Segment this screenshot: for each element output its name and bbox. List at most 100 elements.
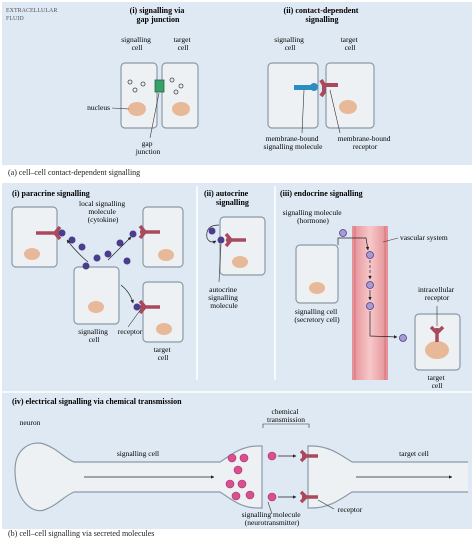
gap-molecule	[173, 89, 179, 95]
autocrine-title: (ii) autocrine signalling	[204, 189, 250, 207]
paracrine-bottom-receptor	[138, 299, 160, 315]
intracellular-receptor-label: intracellular receptor	[418, 285, 456, 302]
cytokine-dot	[68, 236, 76, 244]
endocrine-title: (iii) endocrine signalling	[280, 189, 363, 198]
autocrine-arrow	[206, 224, 220, 244]
vesicle-dot	[267, 492, 277, 502]
hormone-dot	[366, 302, 374, 310]
membrane-signal-pointer	[301, 89, 305, 134]
cytokine-dot	[133, 303, 141, 311]
vascular-pointer	[382, 237, 399, 243]
gap-signalling-cell-label: signalling cell	[121, 35, 152, 52]
gap-molecule	[178, 83, 184, 89]
membrane-signal-head	[310, 83, 318, 91]
paracrine-title: (i) paracrine signalling	[12, 189, 90, 198]
vesicle-dot	[245, 490, 255, 500]
secretory-cell-label: signalling cell (secretory cell)	[294, 307, 340, 324]
panel-a-background	[2, 2, 472, 165]
contact-target-cell	[325, 62, 375, 129]
hormone-label: signalling molecule (hormone)	[283, 208, 344, 225]
gap-signalling-nucleus	[128, 102, 146, 116]
autocrine-molecule-dot	[208, 227, 216, 235]
membrane-receptor-label: membrane-bound receptor	[338, 134, 393, 151]
intracellular-receptor	[429, 325, 445, 342]
gap-molecule	[132, 87, 138, 93]
cytokine-dot	[104, 250, 112, 258]
cytokine-dot	[58, 229, 66, 237]
contact-signalling-cell	[267, 62, 319, 129]
nucleus-label: nucleus	[87, 103, 110, 112]
endocrine-signalling-nucleus	[309, 282, 325, 294]
paracrine-arrow-right	[107, 236, 132, 261]
gap-molecule	[127, 79, 133, 85]
neurotransmitter-vesicles	[225, 451, 277, 502]
endocrine-target-nucleus	[425, 341, 449, 359]
chemical-transmission-bracket	[262, 423, 310, 428]
panel-a-caption: (a) cell–cell contact-dependent signalli…	[8, 168, 141, 177]
vesicle-dot	[233, 465, 243, 475]
vesicle-dot	[267, 451, 277, 461]
electrical-receptor-label: receptor	[338, 505, 363, 514]
gap-molecule	[140, 81, 146, 87]
membrane-receptor-pointer	[329, 89, 341, 134]
gap-junction-pointer	[149, 92, 160, 139]
paracrine-arrow-bottom	[120, 284, 134, 304]
target-receptor-bottom	[299, 490, 318, 504]
cytokine-dot	[93, 254, 101, 262]
contact-target-nucleus	[339, 100, 357, 114]
paracrine-left-nucleus	[24, 248, 40, 260]
hormone-dot	[399, 334, 407, 342]
paracrine-signalling-cell-label: signalling cell	[78, 327, 109, 344]
neurotransmitter-label: signalling molecule (neurotransmitter)	[242, 510, 303, 527]
cytokine-dot	[82, 262, 90, 270]
vesicle-dot	[227, 453, 237, 463]
gap-target-cell-label: target cell	[174, 35, 193, 52]
vesicle-dot	[225, 479, 235, 489]
cytokine-dot	[123, 257, 131, 265]
paracrine-bottom-nucleus	[156, 323, 172, 335]
local-signalling-label: local signalling molecule (cytokine)	[79, 199, 127, 224]
gap-target-nucleus	[172, 102, 190, 116]
gap-junction-label: gap junction	[135, 139, 161, 156]
chemical-transmission-label: chemical transmission	[267, 407, 305, 424]
cytokine-dot	[129, 230, 137, 238]
electrical-title: (iv) electrical signalling via chemical …	[12, 397, 182, 406]
hormone-dot	[366, 251, 374, 259]
receptor-pointer	[127, 308, 142, 328]
gap-target-cell	[161, 62, 199, 129]
membrane-signalling-label: membrane-bound signalling molecule	[264, 134, 324, 151]
target-receptor-top	[299, 449, 318, 463]
autocrine-receptor	[224, 232, 246, 248]
gap-molecule	[169, 77, 175, 83]
endocrine-target-cell-label: target cell	[428, 373, 447, 390]
contact-target-cell-label: target cell	[341, 35, 360, 52]
paracrine-left-receptor	[36, 225, 62, 241]
paracrine-signalling-nucleus	[88, 301, 104, 313]
cytokine-dot	[116, 239, 124, 247]
vascular-system-label: vascular system	[400, 233, 448, 242]
contact-signalling-cell-label: signalling cell	[274, 35, 305, 52]
cytokine-dot	[78, 243, 86, 251]
paracrine-arrow-left	[66, 239, 89, 263]
extracellular-label: EXTRACELLULAR FLUID	[6, 8, 59, 22]
gap-junction-channels	[154, 79, 165, 93]
target-cell-axon-label: target cell	[399, 449, 429, 458]
vesicle-dot	[237, 479, 247, 489]
endocrine-arrow-exit-vessel	[369, 311, 398, 339]
neurotransmitter-pointer	[267, 501, 273, 515]
paracrine-target-cell-label: target cell	[154, 345, 173, 362]
panel-b-caption: (b) cell–cell signalling via secreted mo…	[8, 529, 155, 538]
electrical-receptor-pointer	[317, 499, 335, 510]
paracrine-right-receptor	[138, 224, 160, 240]
autocrine-cell	[219, 216, 266, 276]
gap-junction-title: (i) signalling via gap junction	[130, 6, 187, 24]
paracrine-receptor-label: receptor	[118, 327, 143, 336]
paracrine-signalling-cell	[73, 266, 120, 325]
contact-dependent-title: (ii) contact-dependent signalling	[284, 6, 361, 24]
nucleus-pointer	[111, 107, 130, 110]
paracrine-right-nucleus	[158, 249, 174, 261]
gap-signalling-cell	[120, 62, 158, 129]
endocrine-signalling-cell	[295, 244, 339, 304]
signalling-cell-axon-label: signalling cell	[117, 449, 159, 458]
